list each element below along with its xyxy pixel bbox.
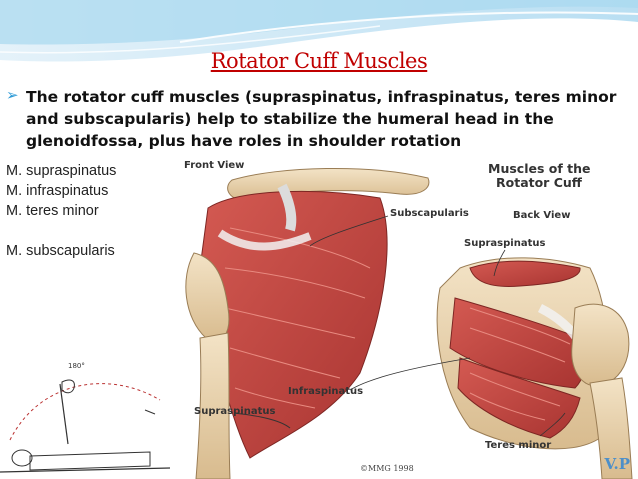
front-view-label: Front View [184,160,245,171]
muscle-item: M. infraspinatus [6,183,109,199]
rotator-cuff-illustration: Front View Muscles of the Rotator Cuff S… [170,158,638,479]
range-of-motion-sketch: 180° [0,360,175,479]
shoulder-anatomy-drawing [185,167,633,479]
muscle-list: M. supraspinatus M. infraspinatus M. ter… [6,161,116,261]
infraspinatus-label: Infraspinatus [288,386,364,397]
subscapularis-label: Subscapularis [390,208,469,219]
figure-heading-line1: Muscles of the [488,161,591,176]
arrow-bullet-icon: ➢ [6,86,19,104]
person-lying-drawing [0,379,171,473]
vp-logo: V.P [604,455,630,473]
bullet-point: ➢ The rotator cuff muscles (supraspinatu… [6,86,632,152]
muscle-item: M. subscapularis [6,243,115,259]
supraspinatus-back-label: Supraspinatus [464,238,546,249]
bullet-text: The rotator cuff muscles (supraspinatus,… [26,88,617,150]
slide-title: Rotator Cuff Muscles [210,49,428,73]
figure-heading-line2: Rotator Cuff [496,175,582,190]
copyright-text: ©MMG 1998 [360,464,414,473]
muscle-item: M. teres minor [6,203,99,219]
teres-minor-label: Teres minor [485,440,552,451]
back-view-label: Back View [513,210,571,221]
angle-label: 180° [68,362,85,370]
header-swoosh [0,0,638,62]
supraspinatus-front-label: Supraspinatus [194,406,276,417]
muscle-item: M. supraspinatus [6,163,117,179]
